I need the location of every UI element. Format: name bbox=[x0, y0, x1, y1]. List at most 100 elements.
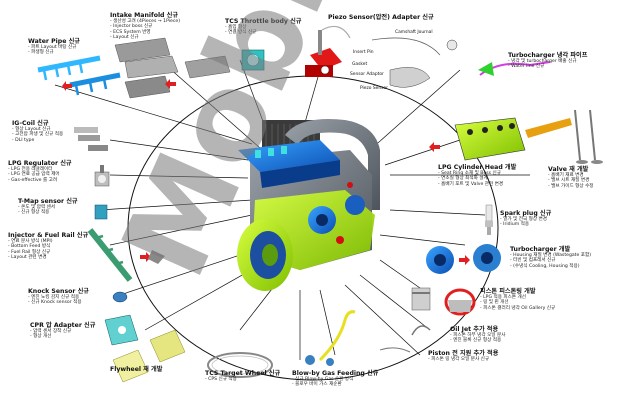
label-cylinder-head-line: - Seat Ring 소재 및 Boss 신규 bbox=[438, 171, 501, 177]
label-turbocharger-line: - 터빈 및 컴프레서 신규 bbox=[510, 258, 556, 264]
label-cpr-line: - 압력 센서 장착 신규 bbox=[30, 329, 72, 335]
label-valve: Valve 재 개발 - 흡배기 재료 변경 - 밸브 시트 재질 변경 - 밸… bbox=[548, 166, 594, 189]
label-turbocharger: Turbocharger 개발 - Housing 재질 변경 (Wastega… bbox=[510, 246, 591, 269]
label-tmap-line: - 온도 및 압력 센서 bbox=[18, 205, 56, 211]
ig-coil-part bbox=[74, 127, 108, 151]
label-cylinder-head-title: LPG Cylinder Head 개발 bbox=[438, 164, 517, 171]
label-piston-jet-title: Piston 전 지원 추가 적용 bbox=[428, 350, 499, 357]
label-piston-line: - 링 및 핀 개선 bbox=[480, 300, 509, 306]
label-ig-coil-line: - 형상 Layout 신규 bbox=[12, 127, 51, 133]
label-piezo-title: Piezo Sensor(압전) Adapter 신규 bbox=[328, 14, 434, 21]
label-piezo-adapter: Piezo Sensor(압전) Adapter 신규 bbox=[328, 14, 434, 21]
cpr-adapter-part bbox=[104, 314, 139, 346]
label-blowby: Blow-by Gas Feeding 신규 - 신규 Blow-by Gas … bbox=[292, 370, 378, 388]
label-valve-title: Valve 재 개발 bbox=[548, 166, 589, 173]
callout-camshaft-journal: Camshaft Journal bbox=[395, 30, 433, 35]
blowby-part bbox=[305, 310, 356, 366]
label-oil-jet: Oil Jet 추가 적용 - 피스톤 하부 냉각 오일 분사 - 엔진 블록 … bbox=[450, 326, 505, 344]
label-tmap-line: - 신규 형상 적용 bbox=[18, 210, 50, 216]
cylinder-head-part bbox=[429, 117, 526, 161]
valve-part bbox=[525, 109, 603, 164]
callout-insert-pin: Insert Pin bbox=[353, 50, 374, 55]
label-water-pipe-title: Water Pipe 신규 bbox=[28, 38, 80, 45]
label-knock-line: - 엔진 노킹 감지 신규 적용 bbox=[28, 295, 80, 301]
label-oil-jet-title: Oil Jet 추가 적용 bbox=[450, 326, 499, 333]
label-blowby-title: Blow-by Gas Feeding 신규 bbox=[292, 370, 379, 377]
label-turbocharger-line: - (수냉식 Cooling, Housing 적용) bbox=[510, 263, 580, 269]
label-turbo-pipe-line: - Water line 신규 bbox=[508, 64, 545, 70]
label-knock-line: - 신규 Knock sensor 적용 bbox=[28, 300, 82, 306]
label-blowby-line: - 블로우 바이 가스 재순환 bbox=[292, 382, 342, 388]
label-knock-sensor: Knock Sensor 신규 - 엔진 노킹 감지 신규 적용 - 신규 Kn… bbox=[28, 288, 89, 306]
label-piston-title: 피스톤 피스톤링 개발 bbox=[480, 288, 536, 295]
intake-manifold-part bbox=[114, 37, 231, 99]
label-water-pipe-line: - 파트 Layout 바탕 신규 bbox=[28, 45, 77, 51]
label-piston-jet-line: - 피스톤 링 냉각 오일 분사 신규 bbox=[428, 357, 490, 363]
label-oil-jet-line: - 피스톤 하부 냉각 오일 분사 bbox=[450, 333, 506, 339]
label-injector-line: - 연료 분사 방식 (MPI) bbox=[8, 239, 53, 245]
label-injector-line: - Layout 관련 변경 bbox=[8, 254, 47, 260]
label-target-wheel: TCS Target Wheel 신규 - CPS 신규 적용 bbox=[205, 370, 280, 382]
label-intake-manifold: Intake Manifold 신규 - 생산성 고려 (4Pieces → 1… bbox=[110, 12, 180, 40]
callout-sensor-adaptor: Sensor Adaptor bbox=[350, 72, 384, 77]
label-throttle-line: - 연결 방식 신규 bbox=[225, 30, 257, 36]
tmap-sensor-part bbox=[94, 204, 108, 220]
label-cylinder-head-line: - 흡배기 포트 및 Valve 관련 변경 bbox=[438, 181, 504, 187]
knock-sensor-part bbox=[112, 291, 128, 303]
label-valve-line: - 흡배기 재료 변경 bbox=[548, 173, 584, 179]
label-lpg-regulator-line: - LPG 전용 레귤레이터 bbox=[8, 167, 53, 173]
turbo-coolant-pipe-part bbox=[478, 61, 551, 76]
turbocharger-part bbox=[426, 244, 501, 274]
label-piston-jet: Piston 전 지원 추가 적용 - 피스톤 링 냉각 오일 분사 신규 bbox=[428, 350, 498, 362]
fuel-rail-part bbox=[87, 228, 165, 282]
label-injector-line: - Fuel Rail 형상 신규 bbox=[8, 249, 51, 255]
label-tmap-title: T-Map sensor 신규 bbox=[18, 198, 78, 205]
label-injector-line: - Bottom Feed 방식 bbox=[8, 244, 51, 250]
label-ig-coil-line: - 고전압 파생 및 신규 적용 bbox=[12, 132, 64, 138]
label-blowby-line: - 신규 Blow-by Gas 순환 방식 bbox=[292, 377, 354, 383]
label-spark-plug: Spark plug 신규 - 열가 및 전극 형상 변경 - Iridium … bbox=[500, 210, 551, 228]
label-turbocharger-line: - Housing 재질 변경 (Wastegate 포함) bbox=[510, 253, 592, 259]
label-injector: Injector & Fuel Rail 신규 - 연료 분사 방식 (MPI)… bbox=[8, 232, 88, 260]
water-pipe-part bbox=[37, 55, 121, 96]
label-lpg-regulator: LPG Regulator 신규 - LPG 전용 레귤레이터 - LPG 연료… bbox=[8, 160, 72, 183]
throttle-body-part bbox=[241, 49, 265, 71]
label-piston-line: - 피스톤 갤러리 냉각 Oil Gallery 신규 bbox=[480, 305, 556, 311]
flywheel-part bbox=[112, 329, 186, 383]
label-intake-manifold-line: - Layout 신규 bbox=[110, 34, 139, 40]
callout-piezo-sensor: Piezo Sensor bbox=[360, 86, 388, 91]
label-flywheel-title: Flywheel 재 개발 bbox=[110, 366, 163, 373]
leader-lines bbox=[54, 59, 530, 360]
label-water-pipe: Water Pipe 신규 - 파트 Layout 바탕 신규 - 파생형 신규 bbox=[28, 38, 80, 56]
spark-plug-part bbox=[485, 204, 493, 235]
label-cpr-adapter: CPR 압 Adapter 신규 - 압력 센서 장착 신규 - 형상 개선 bbox=[30, 322, 95, 340]
label-turbo-pipe-title: Turbocharger 냉각 파이프 bbox=[508, 52, 588, 59]
label-intake-manifold-line: - ECS System 반영 bbox=[110, 29, 151, 35]
label-oil-jet-line: - 엔진 블록 신규 형상 적용 bbox=[450, 338, 502, 344]
label-intake-manifold-line: - Injector boss 신규 bbox=[110, 24, 153, 30]
label-turbo-pipe-line: - 냉각 및 turbocharger 배출 신규 bbox=[508, 59, 577, 65]
piston-part bbox=[411, 287, 476, 316]
label-turbo-pipe: Turbocharger 냉각 파이프 - 냉각 및 turbocharger … bbox=[508, 52, 587, 70]
label-knock-title: Knock Sensor 신규 bbox=[28, 288, 89, 295]
label-lpg-regulator-line: - Gas-effective 를 고려 bbox=[8, 177, 58, 183]
label-intake-manifold-line: - 생산성 고려 (4Pieces → 1Piece) bbox=[110, 19, 181, 25]
label-spark-plug-line: - 열가 및 전극 형상 변경 bbox=[500, 217, 547, 223]
label-target-wheel-title: TCS Target Wheel 신규 bbox=[205, 370, 281, 377]
label-cpr-line: - 형상 개선 bbox=[30, 334, 52, 340]
label-lpg-regulator-line: - LPG 연료 공급 압력 제어 bbox=[8, 172, 60, 178]
label-cylinder-head-line: - 연소실 형상 최적화 설계 bbox=[438, 176, 488, 182]
label-piston-line: - LPG 적용 피스톤 개선 bbox=[480, 295, 526, 301]
label-intake-manifold-title: Intake Manifold 신규 bbox=[110, 12, 179, 19]
target-wheel-part bbox=[207, 352, 273, 378]
oil-jet-part bbox=[379, 325, 431, 353]
lpg-regulator-part bbox=[94, 165, 110, 187]
label-injector-title: Injector & Fuel Rail 신규 bbox=[8, 232, 89, 239]
label-lpg-regulator-title: LPG Regulator 신규 bbox=[8, 160, 72, 167]
piezo-adapter-part bbox=[305, 25, 351, 77]
label-ig-coil-line: - DLI type bbox=[12, 137, 35, 143]
label-ig-coil: IG-Coil 신규 - 형상 Layout 신규 - 고전압 파생 및 신규 … bbox=[12, 120, 63, 143]
label-tmap-sensor: T-Map sensor 신규 - 온도 및 압력 센서 - 신규 형상 적용 bbox=[18, 198, 78, 216]
label-valve-line: - 밸브 시트 재질 변경 bbox=[548, 178, 590, 184]
